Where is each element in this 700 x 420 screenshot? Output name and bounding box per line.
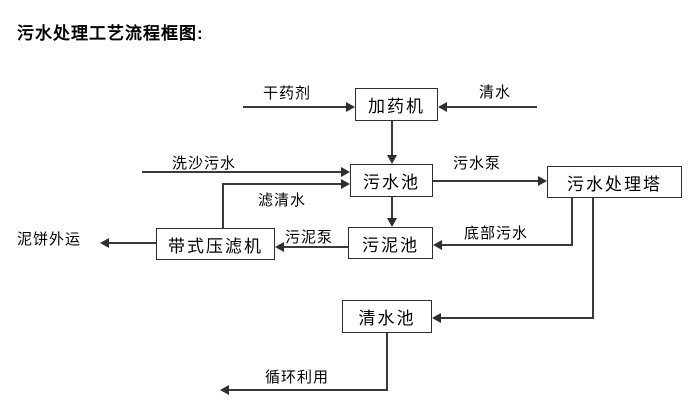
node-clear-water-pool-label: 清水池 <box>358 309 416 328</box>
edge-dry-chemical-line <box>243 106 346 108</box>
edge-bottom-sewage-hline <box>442 244 572 246</box>
edge-label-filtered-clear-water: 滤清水 <box>258 192 307 209</box>
edge-recycling-vline <box>386 333 388 391</box>
edge-filtered-water-arrowhead-icon <box>341 179 350 189</box>
edge-bottom-sewage-arrowhead-icon <box>433 240 442 250</box>
node-treatment-tower: 污水处理塔 <box>547 166 682 198</box>
node-sewage-pool-label: 污水池 <box>363 173 420 192</box>
edge-label-recycling: 循环利用 <box>265 369 330 386</box>
node-sludge-pool-label: 污泥池 <box>362 235 419 255</box>
edge-label-clear-water: 清水 <box>479 84 512 101</box>
edge-label-sand-washing-sewage: 洗沙污水 <box>172 155 237 172</box>
node-dosing-machine-label: 加药机 <box>368 97 425 116</box>
edge-dosing-to-sewage-arrowhead-icon <box>387 155 397 164</box>
node-sludge-pool: 污泥池 <box>348 227 433 259</box>
edge-tower-to-clear-arrowhead-icon <box>432 313 441 323</box>
edge-label-dry-chemical: 干药剂 <box>263 85 312 102</box>
edge-label-bottom-sewage: 底部污水 <box>464 225 529 242</box>
edge-tower-to-clear-hline <box>441 317 593 319</box>
edge-dry-chemical-arrowhead-icon <box>346 102 355 112</box>
edge-sludge-pump-line <box>284 246 348 248</box>
edge-sewage-pump-arrowhead-icon <box>538 176 547 186</box>
edge-mud-cake-line <box>109 242 156 244</box>
edge-sand-washing-line <box>142 171 341 173</box>
edge-clear-water-arrowhead-icon <box>438 102 447 112</box>
node-sewage-pool: 污水池 <box>350 164 433 197</box>
edge-label-mud-cake-outbound: 泥饼外运 <box>17 231 82 248</box>
edge-bottom-sewage-vline <box>571 198 573 246</box>
edge-mud-cake-arrowhead-icon <box>100 238 109 248</box>
edge-recycling-hline <box>229 389 387 391</box>
edge-sludge-pump-arrowhead-icon <box>275 242 284 252</box>
node-clear-water-pool: 清水池 <box>342 300 432 333</box>
edge-filtered-water-hline <box>222 183 341 185</box>
node-dosing-machine: 加药机 <box>355 88 438 121</box>
node-belt-filter-press-label: 带式压滤机 <box>168 236 263 256</box>
node-belt-filter-press: 带式压滤机 <box>156 228 275 260</box>
page-title: 污水处理工艺流程框图: <box>17 24 204 43</box>
edge-sewage-to-sludge-arrowhead-icon <box>387 218 397 227</box>
edge-filtered-water-vline <box>222 183 224 228</box>
edge-recycling-arrowhead-icon <box>220 385 229 395</box>
edge-dosing-to-sewage-line <box>391 121 393 155</box>
edge-sand-washing-arrowhead-icon <box>341 167 350 177</box>
edge-tower-to-clear-vline <box>592 198 594 319</box>
node-treatment-tower-label: 污水处理塔 <box>567 174 662 194</box>
edge-sewage-pump-line <box>433 180 538 182</box>
edge-sewage-to-sludge-line <box>391 197 393 218</box>
edge-clear-water-line <box>447 106 537 108</box>
edge-label-sludge-pump: 污泥泵 <box>285 229 334 246</box>
edge-label-sewage-pump: 污水泵 <box>453 155 502 172</box>
